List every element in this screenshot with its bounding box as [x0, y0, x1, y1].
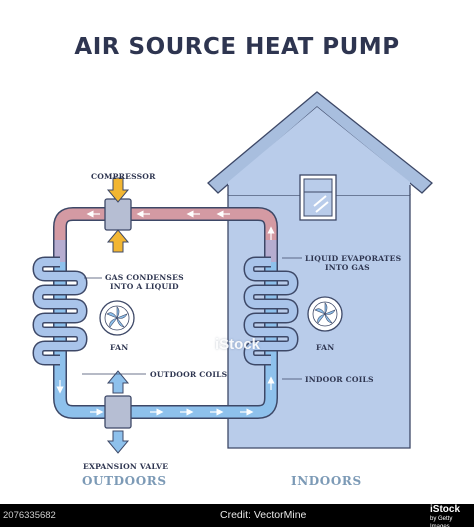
- label-liquid-evaporates: LIQUID EVAPORATES INTO GAS: [305, 254, 401, 272]
- label-gas-condenses: GAS CONDENSES INTO A LIQUID: [105, 273, 184, 291]
- valve-down-arrow-icon: [106, 430, 130, 454]
- roof: [207, 91, 433, 194]
- valve-up-arrow-icon: [106, 370, 130, 394]
- label-liquid-evaporates-line2: INTO GAS: [325, 263, 370, 272]
- page-title: AIR SOURCE HEAT PUMP: [74, 34, 400, 60]
- leader-lines: [82, 257, 302, 380]
- compressor-out-arrow-icon: [106, 229, 130, 253]
- stock-logo-line2: by Getty Images: [430, 515, 453, 531]
- window: [299, 174, 337, 221]
- compressor: [104, 177, 132, 253]
- watermark-brand: iStock: [215, 336, 261, 353]
- label-liquid-evaporates-line1: LIQUID EVAPORATES: [305, 254, 402, 263]
- expansion-valve: [104, 370, 132, 454]
- label-gas-condenses-line1: GAS CONDENSES: [105, 273, 184, 282]
- label-indoor-coils: INDOOR COILS: [305, 375, 374, 384]
- label-compressor: COMPRESSOR: [91, 172, 156, 181]
- refrigerant-loop: [53, 207, 278, 419]
- label-expansion-valve: EXPANSION VALVE: [83, 462, 169, 471]
- stock-image-id: 2076335682: [3, 510, 56, 521]
- zone-indoors: INDOORS: [291, 474, 362, 488]
- indoor-coils: [243, 256, 299, 366]
- label-fan-indoor: FAN: [316, 343, 335, 352]
- stock-logo-line1: iStock: [430, 504, 461, 515]
- indoor-fan-icon: [307, 296, 343, 332]
- zone-outdoors: OUTDOORS: [82, 474, 167, 488]
- label-outdoor-coils: OUTDOOR COILS: [150, 370, 228, 379]
- label-fan-outdoor: FAN: [110, 343, 129, 352]
- stock-credit: Credit: VectorMine: [220, 509, 307, 521]
- stock-footer-bar: 2076335682 Credit: VectorMine iStock by …: [0, 504, 474, 530]
- flow-arrows: [56, 210, 275, 416]
- watermark-logo: [180, 334, 210, 354]
- compressor-in-arrow-icon: [106, 177, 130, 203]
- stock-logo: iStock by Getty Images: [428, 504, 472, 530]
- outdoor-coils: [32, 256, 88, 366]
- label-gas-condenses-line2: INTO A LIQUID: [110, 282, 179, 291]
- outdoor-fan-icon: [99, 300, 135, 336]
